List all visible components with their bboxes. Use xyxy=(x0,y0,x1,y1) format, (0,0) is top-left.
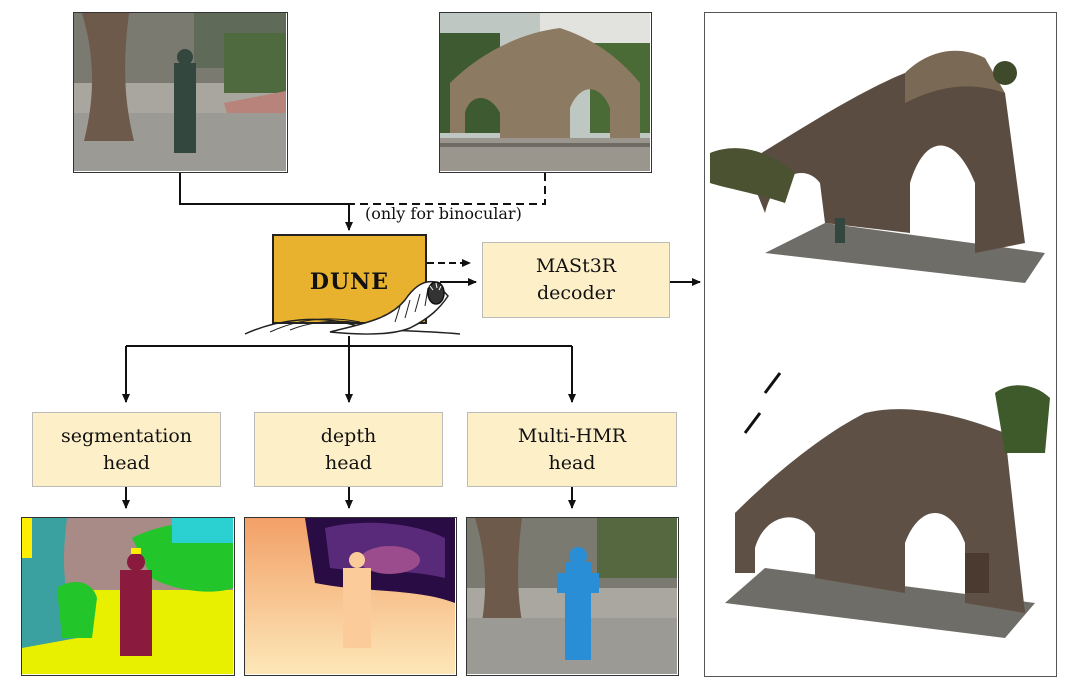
segmentation-output-image xyxy=(21,517,235,676)
input-left-connector xyxy=(179,173,353,231)
multi-hmr-output-image xyxy=(466,517,679,676)
segmentation-head-block: segmentation head xyxy=(32,412,221,487)
input-image-statue xyxy=(73,12,288,173)
binocular-note: (only for binocular) xyxy=(365,204,522,223)
depth-head-block: depth head xyxy=(254,412,443,487)
mast3r-decoder-block: MASt3R decoder xyxy=(482,242,670,318)
depth-output-image xyxy=(244,517,457,676)
dune-encoder-block: DUNE xyxy=(272,234,427,324)
reconstruction-view-bottom xyxy=(725,372,1050,638)
dune-label: DUNE xyxy=(309,269,390,295)
reconstruction-panel xyxy=(704,12,1057,677)
multi-hmr-head-block: Multi-HMR head xyxy=(467,412,677,487)
input-right-connector xyxy=(349,173,546,205)
input-image-gate xyxy=(439,12,652,173)
reconstruction-view-top xyxy=(710,50,1045,283)
